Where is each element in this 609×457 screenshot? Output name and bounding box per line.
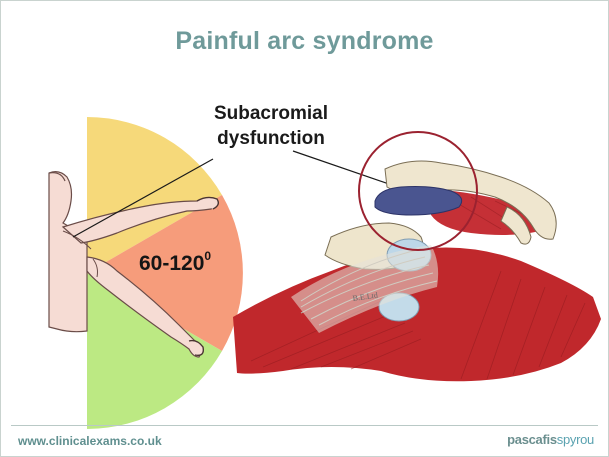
arc-sector-bottom [87, 273, 222, 429]
shoulder-anatomy-illustration: B.E.Ltd [233, 131, 601, 382]
slide-title: Painful arc syndrome [175, 27, 434, 55]
range-label-value: 60-120 [139, 252, 205, 275]
arc-sector-top [87, 117, 222, 273]
range-label: 60-1200 [139, 249, 212, 276]
arm-lowered [86, 256, 202, 358]
footer-divider [11, 425, 598, 426]
annotation-label-line1: Subacromial [213, 103, 329, 124]
annotation-label: Subacromial dysfunction [191, 101, 351, 151]
annotation-label-line2: dysfunction [217, 128, 325, 149]
torso [48, 171, 88, 333]
range-label-superscript: 0 [204, 249, 212, 263]
footer-brand-part2: spyrou [556, 432, 595, 447]
image-watermark: B.E.Ltd [352, 291, 378, 303]
footer-url: www.clinicalexams.co.uk [18, 434, 162, 448]
footer-brand: pascafisspyrou [507, 432, 594, 447]
arm-abduction-figure [48, 117, 243, 429]
subacromial-bursa [374, 186, 463, 216]
highlight-circle [358, 131, 478, 251]
arc-sector-painful [87, 195, 243, 351]
pointer-line-left [72, 158, 214, 238]
footer-brand-part1: pascafis [507, 432, 557, 447]
